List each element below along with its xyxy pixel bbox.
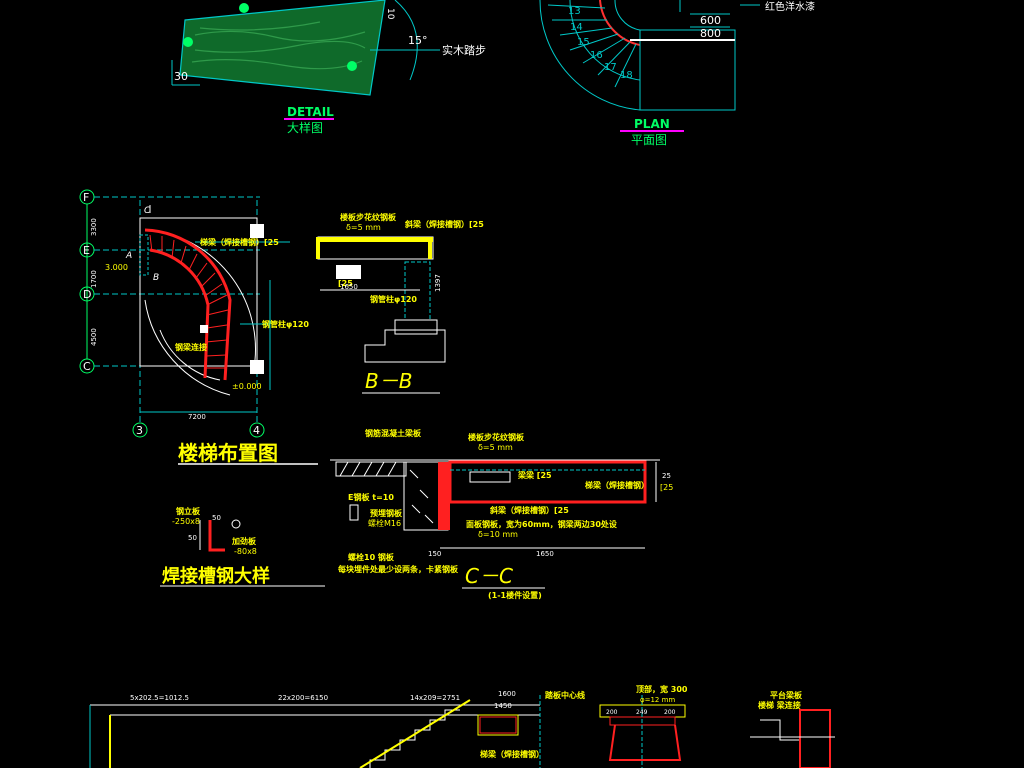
cc-label-right2: [25 [660,483,673,492]
section-a-mark: A [125,251,132,261]
bolt-icon [183,37,193,47]
elev-dim-1600: 1600 [498,690,516,698]
section-cc: 钢筋混凝土梁板 楼板步花纹钢板 δ=5 mm 梁梁 [25 梯梁（焊接槽钢） [… [330,428,673,600]
dim-left: 1700 [90,270,98,288]
plan-dim-800: 800 [700,27,721,40]
elev-bottom: ±0.000 [232,382,262,391]
cc-note-3: 每块埋件处最少设两条，卡紧钢板 [338,564,459,574]
dim-left: 3300 [90,218,98,236]
plan-step: 15 [577,37,590,48]
plan-step: 17 [604,62,617,73]
plan-title-en: PLAN [634,117,670,131]
layout-label-2: 钢管柱φ120 [262,319,309,329]
detail-note: 实木踏步 [442,43,486,57]
cc-title: C－C [465,564,513,588]
bb-title: B－B [365,369,412,393]
bolt-icon [347,61,357,71]
bb-label-post: 钢管柱φ120 [370,294,417,304]
detail-title-cn: 大样图 [287,120,323,135]
cc-label-bolt2: 螺栓M16 [368,518,401,528]
detail-angle: 15° [408,34,428,47]
plan-title-cn: 平面图 [631,133,667,147]
plan-note: 红色洋水漆 [765,0,815,13]
cc-note-1: 面板钢板，宽为60mm，钢梁两边30处设 [466,519,617,529]
cc-label-top: 楼板步花纹钢板 [468,432,525,442]
detail-drawing: 30 10 15° 实木踏步 DETAIL 大样图 [171,0,486,135]
cc-label-top2: δ=5 mm [478,443,513,452]
bb-dim-1397: 1397 [434,274,442,292]
elev-dim-detail: 200 [606,709,618,716]
section-b-mark: B [153,273,159,283]
dim-left: 4500 [90,328,98,346]
weld-dim-50: 50 [212,514,221,522]
elev-label-right2: 楼梯 梁连接 [758,700,801,710]
bb-label-left: [25 [338,279,353,288]
detail-dim-10: 10 [385,8,395,20]
bb-label-top: 楼板步花纹钢板 [340,212,397,222]
cc-label-plate: E钢板 t=10 [348,492,394,502]
detail-title-en: DETAIL [287,105,334,119]
elev-dim-2: 22x200=6150 [278,694,328,702]
bb-label-top2: δ=5 mm [346,223,381,232]
cc-dim-1650: 1650 [536,550,554,558]
cc-dim-25: 25 [662,472,671,480]
section-c-mark: C [144,206,151,216]
plan-step: 18 [620,70,633,81]
elev-label-beam: 梯梁（焊接槽钢） [480,749,544,759]
elev-dim-1: 5x202.5=1012.5 [130,694,189,702]
weld-label-2: -250x8 [172,517,200,526]
axis-c: C [83,360,91,373]
cc-dim-150: 150 [428,550,441,558]
bolt-icon [239,3,249,13]
weld-label-4: -80x8 [234,547,257,556]
elev-label-center: 踏板中心线 [545,690,585,700]
elev-dim-3: 14x209=2751 [410,694,460,702]
elev-dim-detail: 249 [636,709,648,716]
layout-label-3: 钢梁连接 [175,342,207,352]
cc-label-weld: 螺栓10 钢板 [348,552,395,562]
cc-label-beam: 梁梁 [25 [517,470,552,480]
cc-label-bottom: 斜梁（焊接槽钢）[25 [489,505,569,515]
axis-d: D [83,288,91,301]
detail-dim-30: 30 [174,70,188,83]
stair-layout: F E D C 3 4 3300 1700 4500 [79,189,318,465]
elev-label-right: 平台梁板 [770,690,803,700]
section-bb: 楼板步花纹钢板 δ=5 mm 斜梁（焊接槽钢）[25 [25 钢管柱φ120 1… [316,212,484,394]
plan-step: 16 [590,50,603,61]
weld-title: 焊接槽钢大样 [162,565,270,587]
elev-label-section: 顶部，宽 300 [636,684,688,694]
cc-label-bolt: 预埋钢板 [370,508,403,518]
weld-label-3: 加劲板 [231,536,257,546]
elev-label-plate: φ=12 mm [640,696,675,704]
plan-drawing: 13 14 15 16 17 18 600 800 红色洋水漆 PLAN 平面图 [539,0,815,147]
layout-title: 楼梯布置图 [178,441,278,465]
cc-subtitle: (1-1楼件设置) [488,590,542,600]
elev-top: 3.000 [105,263,128,272]
axis-4: 4 [253,424,260,437]
layout-label-1: 梯梁（焊接槽钢）[25 [200,237,279,247]
bb-dim-1650: 1650 [340,283,358,291]
cc-label-right: 梯梁（焊接槽钢） [585,480,649,490]
elev-dim-1400: 1450 [494,702,512,710]
axis-3: 3 [136,424,143,437]
plan-landing [639,29,736,111]
axis-e: E [83,244,90,257]
cc-note-2: δ=10 mm [478,530,518,539]
axis-f: F [83,191,89,204]
weld-detail: 钢立板 -250x8 加劲板 -80x8 50 50 焊接槽钢大样 [160,506,325,587]
weld-dim-30: 50 [188,534,197,542]
plan-step: 14 [570,22,583,33]
weld-label-1: 钢立板 [176,506,201,516]
plan-dim-600: 600 [700,14,721,27]
bb-label-right: 斜梁（焊接槽钢）[25 [404,219,484,229]
wood-tread [179,0,386,96]
cc-label-left: 钢筋混凝土梁板 [365,428,422,438]
elev-dim-detail: 200 [664,709,676,716]
plan-step: 13 [568,6,581,17]
dim-bottom: 7200 [188,413,206,421]
elevation-drawing: 5x202.5=1012.5 22x200=6150 14x209=2751 1… [89,684,835,768]
